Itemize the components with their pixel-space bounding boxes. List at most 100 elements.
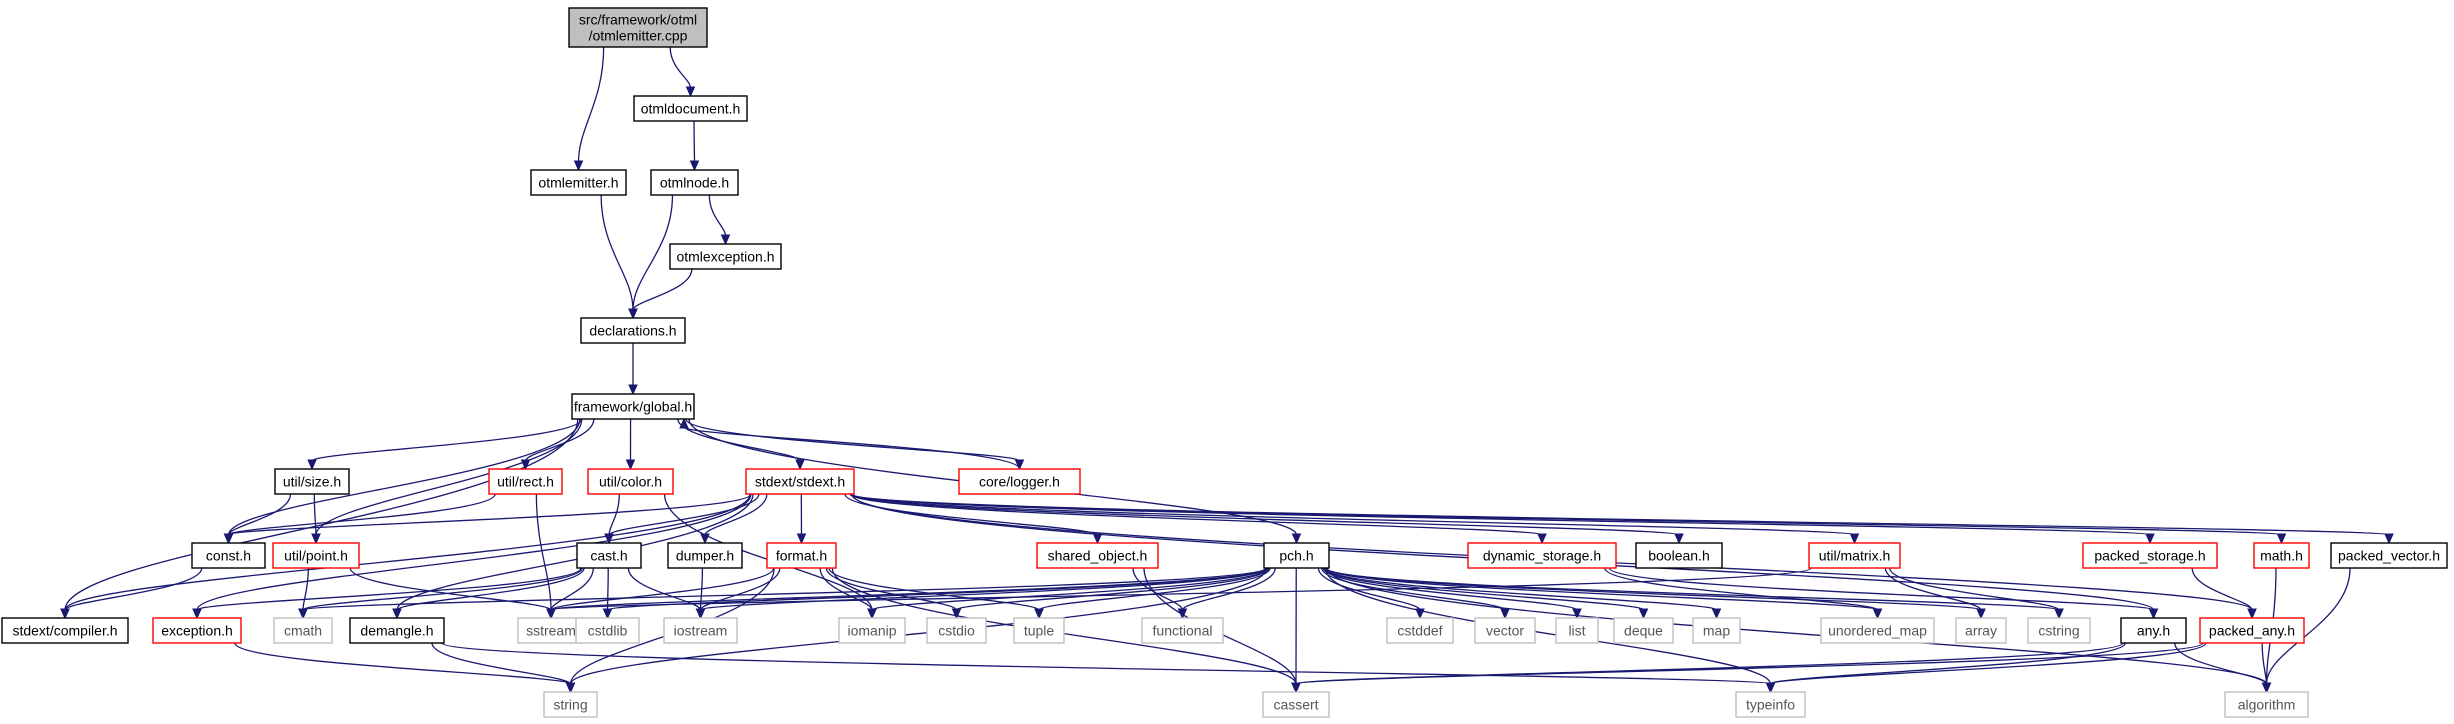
node-const[interactable]: const.h: [191, 542, 266, 569]
node-functional[interactable]: functional: [1141, 617, 1224, 644]
node-label: core/logger.h: [979, 474, 1060, 490]
node-sstream[interactable]: sstream: [517, 617, 585, 644]
edge-stdext-to-dynamic_storage: [849, 493, 1547, 545]
node-string[interactable]: string: [543, 691, 598, 718]
node-pch[interactable]: pch.h: [1263, 542, 1330, 569]
edge-global-to-stdext: [677, 418, 805, 471]
node-array[interactable]: array: [1955, 617, 2007, 644]
edge-packed_any-to-cassert: [1291, 642, 2204, 694]
node-cstdio[interactable]: cstdio: [926, 617, 987, 644]
edge-dynamic_storage-to-any: [1608, 567, 2159, 620]
node-dynamic_storage[interactable]: dynamic_storage.h: [1467, 542, 1617, 569]
node-cstddef[interactable]: cstddef: [1386, 617, 1454, 644]
node-deque[interactable]: deque: [1613, 617, 1674, 644]
node-packed_storage[interactable]: packed_storage.h: [2082, 542, 2218, 569]
node-unordered_map[interactable]: unordered_map: [1820, 617, 1935, 644]
node-dumper[interactable]: dumper.h: [667, 542, 743, 569]
node-label: cmath: [284, 623, 322, 639]
node-point[interactable]: util/point.h: [272, 542, 360, 569]
node-label: cstddef: [1397, 623, 1442, 639]
edge-stdext-to-dumper: [700, 493, 768, 545]
node-label: util/point.h: [284, 548, 348, 564]
node-label: iomanip: [847, 623, 896, 639]
node-label: algorithm: [2238, 697, 2296, 713]
edge-otmlexception-to-declarations: [628, 268, 693, 320]
node-otmldocument[interactable]: otmldocument.h: [633, 95, 748, 122]
node-label: cast.h: [590, 548, 627, 564]
node-label: stdext/stdext.h: [755, 474, 845, 490]
edge-root-to-otmldocument: [669, 46, 696, 98]
edge-pch-to-iomanip: [867, 567, 1269, 620]
node-boolean[interactable]: boolean.h: [1635, 542, 1723, 569]
edge-pch-to-functional: [1177, 567, 1276, 620]
edge-packed_any-to-algorithm: [2261, 642, 2272, 694]
node-cassert[interactable]: cassert: [1262, 691, 1330, 718]
node-label: otmlemitter.h: [538, 175, 618, 191]
nodes-layer: src/framework/otml/otmlemitter.cpp otmldo…: [1, 7, 2448, 718]
edge-stdext-to-format: [796, 493, 807, 545]
node-otmlexception[interactable]: otmlexception.h: [669, 243, 782, 270]
node-label: /otmlemitter.cpp: [589, 28, 688, 44]
node-vector[interactable]: vector: [1474, 617, 1536, 644]
node-algorithm[interactable]: algorithm: [2224, 691, 2309, 718]
node-typeinfo[interactable]: typeinfo: [1735, 691, 1806, 718]
node-label: functional: [1153, 623, 1213, 639]
node-label: otmldocument.h: [641, 101, 741, 117]
node-root[interactable]: src/framework/otml/otmlemitter.cpp: [568, 7, 708, 48]
node-exception[interactable]: exception.h: [152, 617, 242, 644]
edge-packed_any-to-typeinfo: [1765, 642, 2207, 694]
node-color[interactable]: util/color.h: [587, 468, 674, 495]
edge-otmlnode-to-otmlexception: [708, 194, 731, 246]
node-otmlemitter[interactable]: otmlemitter.h: [530, 169, 627, 196]
node-iomanip[interactable]: iomanip: [838, 617, 906, 644]
node-list[interactable]: list: [1555, 617, 1599, 644]
node-label: declarations.h: [589, 323, 676, 339]
node-label: shared_object.h: [1048, 548, 1148, 564]
edges-layer: [60, 46, 2394, 694]
node-packed_any[interactable]: packed_any.h: [2199, 617, 2305, 644]
node-label: framework/global.h: [574, 399, 692, 415]
edge-declarations-to-global: [628, 343, 638, 396]
node-declarations[interactable]: declarations.h: [580, 317, 686, 344]
node-format[interactable]: format.h: [766, 542, 837, 569]
edge-matrix-to-array: [1884, 567, 1986, 620]
node-cast[interactable]: cast.h: [576, 542, 642, 569]
edge-pch-to-map: [1324, 567, 1722, 620]
node-label: util/size.h: [283, 474, 341, 490]
node-label: src/framework/otml: [579, 12, 697, 28]
edge-packed_storage-to-packed_any: [2191, 567, 2257, 620]
edge-global-to-rect: [520, 418, 595, 471]
node-size[interactable]: util/size.h: [274, 468, 350, 495]
node-label: math.h: [2260, 548, 2303, 564]
node-cmath[interactable]: cmath: [273, 617, 333, 644]
node-label: exception.h: [161, 623, 233, 639]
edge-dynamic_storage-to-unordered_map: [1604, 567, 1883, 620]
node-global[interactable]: framework/global.h: [571, 393, 695, 420]
node-label: deque: [1624, 623, 1663, 639]
node-cstdlib[interactable]: cstdlib: [575, 617, 640, 644]
node-shared_object[interactable]: shared_object.h: [1036, 542, 1159, 569]
node-cstring[interactable]: cstring: [2027, 617, 2091, 644]
node-stdext[interactable]: stdext/stdext.h: [745, 468, 855, 495]
node-tuple[interactable]: tuple: [1013, 617, 1065, 644]
node-label: unordered_map: [1828, 623, 1927, 639]
node-compiler[interactable]: stdext/compiler.h: [1, 617, 129, 644]
node-label: cstdlib: [588, 623, 628, 639]
node-packed_vector[interactable]: packed_vector.h: [2330, 542, 2448, 569]
node-logger[interactable]: core/logger.h: [958, 468, 1081, 495]
node-matrix[interactable]: util/matrix.h: [1808, 542, 1901, 569]
node-label: util/matrix.h: [1819, 548, 1891, 564]
edge-stdext-to-compiler: [60, 493, 751, 620]
edge-matrix-to-sstream: [546, 567, 1812, 620]
node-any[interactable]: any.h: [2120, 617, 2187, 644]
node-otmlnode[interactable]: otmlnode.h: [650, 169, 739, 196]
node-iostream[interactable]: iostream: [663, 617, 738, 644]
node-rect[interactable]: util/rect.h: [488, 468, 563, 495]
edge-format-to-sstream: [546, 567, 775, 620]
node-math[interactable]: math.h: [2253, 542, 2310, 569]
node-label: stdext/compiler.h: [12, 623, 117, 639]
node-map[interactable]: map: [1692, 617, 1741, 644]
node-demangle[interactable]: demangle.h: [349, 617, 445, 644]
edge-matrix-to-cstring: [1889, 567, 2064, 620]
node-label: util/rect.h: [497, 474, 554, 490]
